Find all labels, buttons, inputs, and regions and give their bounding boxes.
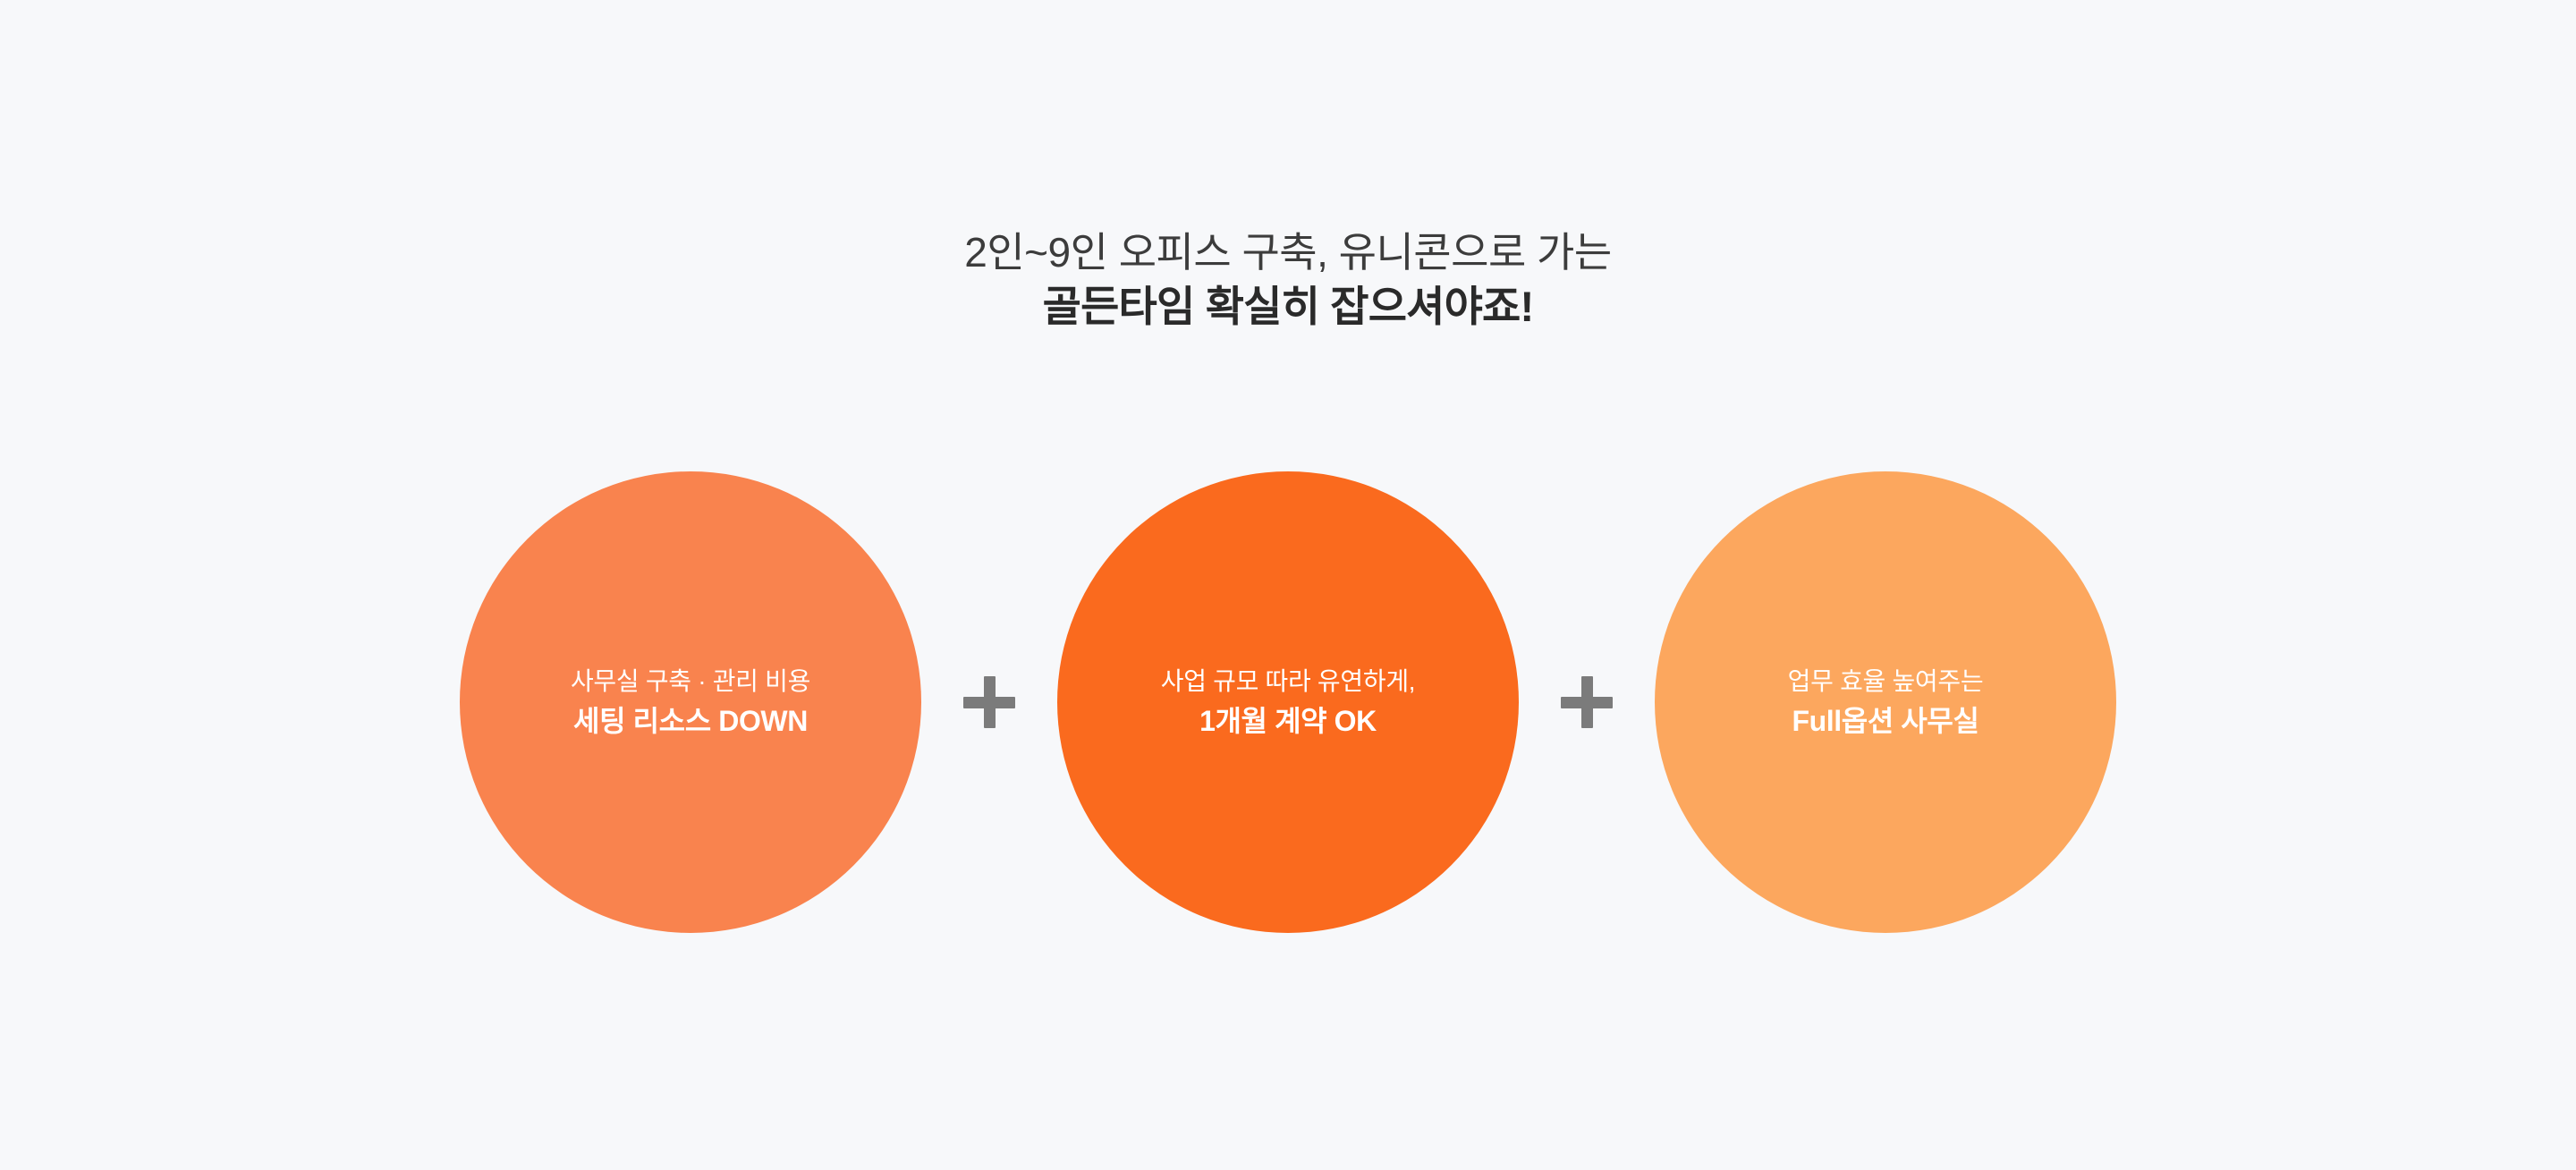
benefit-circle-row: 사무실 구축 · 관리 비용 세팅 리소스 DOWN + 사업 규모 따라 유연… <box>0 470 2576 935</box>
benefit-title: Full옵션 사무실 <box>1792 705 1979 737</box>
headline-line-1: 2인~9인 오피스 구축, 유니콘으로 가는 <box>964 229 1612 276</box>
headline-block: 2인~9인 오피스 구축, 유니콘으로 가는 골든타임 확실히 잡으셔야죠! <box>0 225 2576 335</box>
benefit-title: 세팅 리소스 DOWN <box>573 705 808 737</box>
plus-separator-1: + <box>921 676 1057 728</box>
benefit-circle-full-option[interactable]: 업무 효율 높여주는 Full옵션 사무실 <box>1655 471 2116 933</box>
plus-separator-2: + <box>1519 676 1655 728</box>
headline-line-2: 골든타임 확실히 잡으셔야죠! <box>1042 283 1534 330</box>
benefit-circle-setup-cost[interactable]: 사무실 구축 · 관리 비용 세팅 리소스 DOWN <box>460 471 921 933</box>
benefit-subtitle: 사무실 구축 · 관리 비용 <box>570 667 811 695</box>
benefit-subtitle: 업무 효율 높여주는 <box>1787 667 1984 695</box>
plus-icon-vertical-bar <box>1580 676 1593 728</box>
plus-icon-vertical-bar <box>983 676 996 728</box>
benefit-title: 1개월 계약 OK <box>1199 705 1377 737</box>
benefit-circle-contract-term[interactable]: 사업 규모 따라 유연하게, 1개월 계약 OK <box>1057 471 1519 933</box>
benefit-subtitle: 사업 규모 따라 유연하게, <box>1160 667 1416 695</box>
